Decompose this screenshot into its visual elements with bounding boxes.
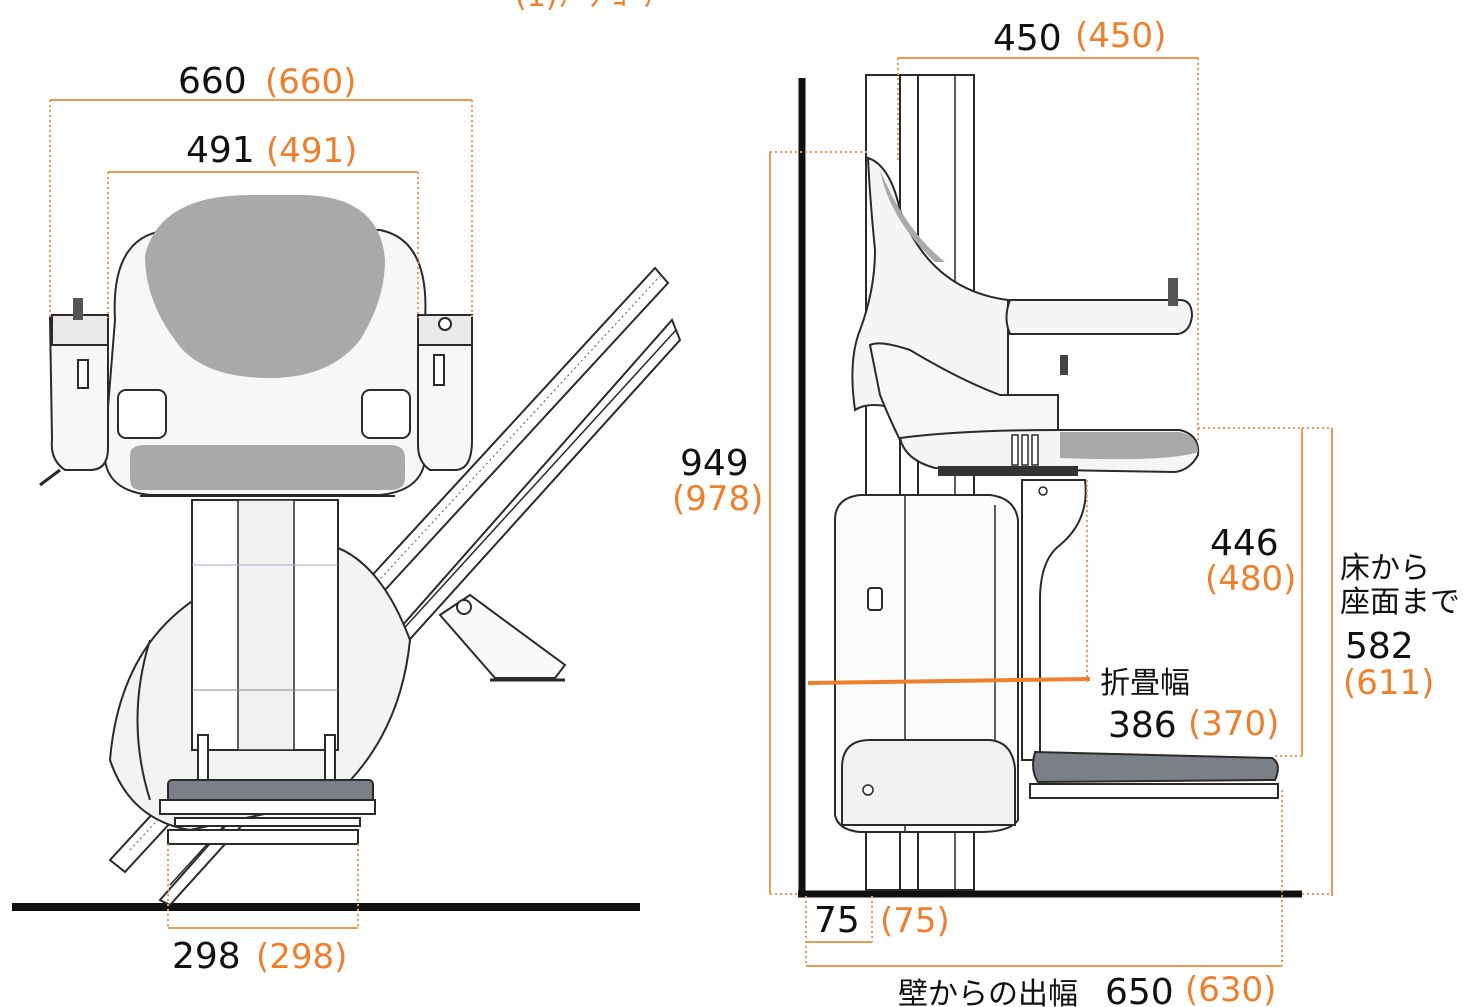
side-joystick-icon bbox=[1168, 278, 1178, 306]
dim-491-value: 491 bbox=[186, 130, 255, 171]
dim-491-alt: (491) bbox=[266, 131, 357, 171]
dim-446-value: 446 bbox=[1210, 523, 1279, 564]
folded-width-label: 折畳幅 bbox=[1100, 666, 1190, 701]
side-footrest bbox=[1032, 750, 1279, 784]
dim-660-alt: (660) bbox=[265, 62, 356, 102]
dim-75-alt: (75) bbox=[880, 901, 950, 941]
dim-446-alt: (480) bbox=[1205, 559, 1296, 599]
header-cut-text: (1)ﾁｰﾌ ｺｰﾃﾞｰ bbox=[515, 0, 687, 14]
dim-450-alt: (450) bbox=[1075, 16, 1166, 56]
footrest-plate bbox=[167, 779, 374, 803]
dim-75-value: 75 bbox=[814, 900, 860, 941]
dim-298-value: 298 bbox=[172, 936, 241, 977]
dim-650-alt: (630) bbox=[1185, 970, 1276, 1007]
dim-298-alt: (298) bbox=[256, 937, 347, 977]
projection-label: 壁からの出幅 bbox=[898, 977, 1078, 1007]
side-armrest bbox=[1005, 299, 1194, 335]
dim-650-value: 650 bbox=[1105, 972, 1174, 1007]
dim-949-value: 949 bbox=[680, 443, 749, 484]
side-view: 450 (450) 949 (978) 446 (480) 床から 座面まで 5… bbox=[672, 16, 1460, 1007]
dim-450-value: 450 bbox=[993, 18, 1062, 59]
backrest-cushion bbox=[145, 195, 385, 378]
front-view: 660 (660) 491 (491) 298 (298) bbox=[12, 61, 682, 977]
joystick-icon bbox=[73, 298, 83, 320]
dim-582-alt: (611) bbox=[1343, 663, 1434, 703]
dim-386-alt: (370) bbox=[1188, 704, 1279, 744]
floor-to-seat-label-2: 座面まで bbox=[1340, 585, 1460, 620]
dim-582-value: 582 bbox=[1345, 626, 1414, 667]
floor-to-seat-label-1: 床から bbox=[1340, 551, 1430, 586]
dim-660-value: 660 bbox=[178, 61, 247, 102]
dim-949-alt: (978) bbox=[672, 479, 763, 519]
dim-386-value: 386 bbox=[1108, 705, 1177, 746]
folded-width-line bbox=[807, 677, 1091, 685]
right-armrest bbox=[417, 317, 473, 471]
seat-cushion bbox=[130, 445, 405, 490]
left-armrest bbox=[48, 317, 109, 471]
